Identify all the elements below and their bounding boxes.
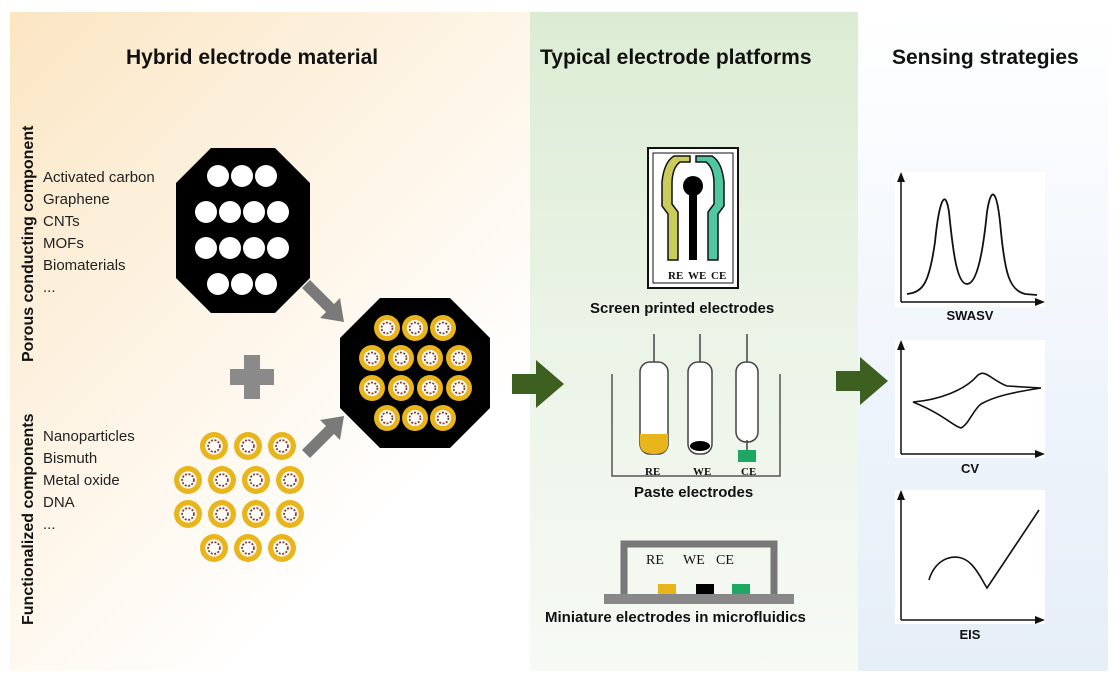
- nanoparticle: [268, 432, 296, 460]
- nanoparticle: [234, 534, 262, 562]
- eis-label: EIS: [959, 627, 981, 642]
- porous-octagon-graphic: [176, 148, 310, 313]
- pore: [231, 273, 253, 295]
- nanoparticle: [174, 500, 202, 528]
- nanoparticle: [200, 432, 228, 460]
- porous-item: Activated carbon: [43, 169, 155, 186]
- spe-re-label: RE: [668, 270, 684, 282]
- cv-label: CV: [960, 461, 980, 476]
- cv-plot-graphic: [895, 340, 1045, 458]
- pore: [267, 201, 289, 223]
- functionalized-label: Functionalized components: [20, 413, 37, 625]
- eis-plot-graphic: [895, 490, 1045, 624]
- pore: [243, 201, 265, 223]
- nanoparticle: [359, 345, 385, 371]
- paste-electrodes-graphic: [611, 334, 781, 477]
- paste-caption: Paste electrodes: [634, 484, 754, 501]
- screen-printed-electrode-graphic: [647, 147, 739, 289]
- nanoparticle: [242, 500, 270, 528]
- nanoparticle: [446, 375, 472, 401]
- nanoparticle: [374, 405, 400, 431]
- pore: [207, 273, 229, 295]
- nanoparticle: [430, 315, 456, 341]
- plus-icon: [230, 355, 274, 399]
- porous-item: ...: [43, 279, 56, 296]
- pore: [255, 165, 277, 187]
- microfluidic-chip-graphic: [604, 540, 794, 604]
- functionalized-list: Nanoparticles Bismuth Metal oxide DNA ..…: [43, 426, 135, 536]
- nanoparticle: [268, 534, 296, 562]
- nanoparticle: [276, 500, 304, 528]
- nanoparticle: [430, 405, 456, 431]
- paste-re-label: RE: [645, 466, 661, 478]
- porous-list: Activated carbon Graphene CNTs MOFs Biom…: [43, 167, 155, 299]
- pore: [267, 237, 289, 259]
- pore: [231, 165, 253, 187]
- gray-arrow-down-icon: [302, 280, 344, 322]
- pore: [219, 237, 241, 259]
- paste-we-label: WE: [693, 466, 712, 478]
- material-title: Hybrid electrode material: [126, 46, 379, 69]
- green-arrow-right-icon: [836, 357, 888, 405]
- pore: [219, 201, 241, 223]
- functionalized-item: Nanoparticles: [43, 428, 135, 445]
- screen-printed-caption: Screen printed electrodes: [590, 300, 775, 317]
- nanoparticle: [417, 345, 443, 371]
- spe-we-label: WE: [688, 270, 707, 282]
- pore: [195, 201, 217, 223]
- paste-ce-label: CE: [741, 466, 757, 478]
- nanoparticle: [374, 315, 400, 341]
- porous-label: Porous conducting component: [20, 125, 37, 362]
- nanoparticle: [276, 466, 304, 494]
- micro-ce-label: CE: [716, 553, 734, 568]
- pore: [255, 273, 277, 295]
- strategy-title: Sensing strategies: [892, 46, 1079, 69]
- gray-arrow-up-icon: [302, 416, 344, 458]
- platform-title: Typical electrode platforms: [540, 46, 812, 69]
- nanoparticle: [234, 432, 262, 460]
- nanoparticle: [200, 534, 228, 562]
- nanoparticle: [388, 375, 414, 401]
- functionalized-item: Bismuth: [43, 450, 98, 467]
- nanoparticle: [208, 500, 236, 528]
- pore: [243, 237, 265, 259]
- nanoparticle: [208, 466, 236, 494]
- nanoparticle: [446, 345, 472, 371]
- porous-item: MOFs: [43, 235, 84, 252]
- functionalized-item: ...: [43, 516, 56, 533]
- nanoparticle: [402, 315, 428, 341]
- nanoparticle: [388, 345, 414, 371]
- pore: [207, 165, 229, 187]
- nanoparticle: [242, 466, 270, 494]
- spe-ce-label: CE: [711, 270, 727, 282]
- nanoparticle: [359, 375, 385, 401]
- nanoparticle: [402, 405, 428, 431]
- platform-panel: [530, 12, 858, 671]
- swasv-plot-graphic: [895, 172, 1045, 307]
- nanoparticle: [174, 466, 202, 494]
- functionalized-item: DNA: [43, 494, 75, 511]
- microfluidics-caption: Miniature electrodes in microfluidics: [545, 609, 806, 626]
- swasv-label: SWASV: [946, 308, 994, 323]
- porous-item: Graphene: [43, 191, 110, 208]
- micro-we-label: WE: [683, 553, 705, 568]
- green-arrow-right-icon: [512, 360, 564, 408]
- functionalized-item: Metal oxide: [43, 472, 120, 489]
- porous-item: CNTs: [43, 213, 80, 230]
- porous-item: Biomaterials: [43, 257, 126, 274]
- hybrid-octagon-graphic: [340, 298, 490, 448]
- micro-re-label: RE: [646, 553, 664, 568]
- pore: [195, 237, 217, 259]
- nanoparticle-cluster-graphic: [174, 432, 304, 562]
- nanoparticle: [417, 375, 443, 401]
